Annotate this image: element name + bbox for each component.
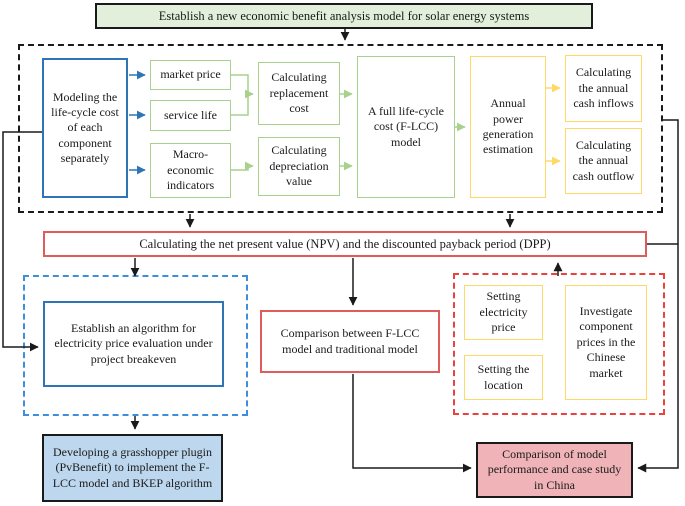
cash-inflows-box: Calculating the annual cash inflows: [565, 55, 642, 122]
performance-box: Comparison of model performance and case…: [476, 442, 633, 498]
investigate-market-box: Investigate component prices in the Chin…: [565, 285, 647, 400]
flcc-model-box: A full life-cycle cost (F-LCC) model: [357, 56, 455, 198]
npv-dpp-box: Calculating the net present value (NPV) …: [43, 231, 647, 257]
modeling-box: Modeling the life-cycle cost of each com…: [42, 58, 128, 198]
title-box: Establish a new economic benefit analysi…: [95, 3, 593, 29]
bkep-algorithm-box: Establish an algorithm for electricity p…: [43, 301, 224, 387]
annual-power-box: Annual power generation estimation: [470, 56, 546, 198]
plugin-box: Developing a grasshopper plugin (PvBenef…: [42, 434, 223, 502]
model-comparison-box: Comparison between F-LCC model and tradi…: [260, 310, 440, 373]
setting-location-box: Setting the location: [464, 355, 543, 400]
input-market-price-box: market price: [150, 60, 231, 90]
cash-outflow-box: Calculating the annual cash outflow: [565, 128, 642, 194]
input-macro-indicators-box: Macro-economic indicators: [150, 143, 231, 198]
calc-replacement-box: Calculating replacement cost: [258, 62, 340, 125]
input-service-life-box: service life: [150, 100, 231, 131]
calc-depreciation-box: Calculating depreciation value: [258, 137, 340, 196]
setting-price-box: Setting electricity price: [464, 285, 543, 340]
